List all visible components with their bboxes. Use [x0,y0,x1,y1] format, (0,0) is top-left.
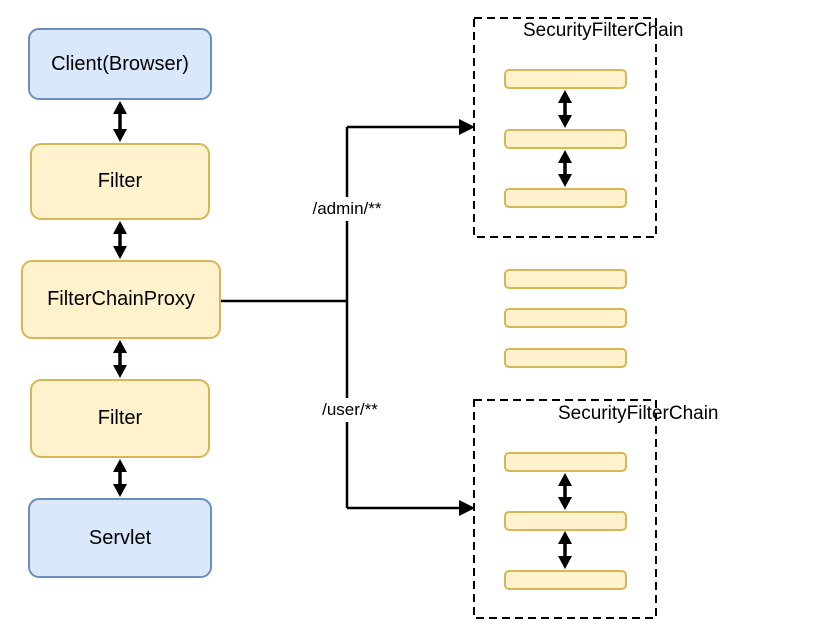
middle-filter-slot-1 [504,269,627,289]
client-browser-node: Client(Browser) [28,28,212,100]
filter-servlet-bidirectional-arrow [113,459,127,497]
client-browser-label: Client(Browser) [51,52,189,75]
bottom-chain-slot2-slot3-arrow [558,531,572,569]
filter-top-label: Filter [97,170,143,192]
client-filter-bidirectional-arrow [113,101,127,142]
filter-chain-proxy-node: FilterChainProxy [21,260,221,339]
admin-route-arrow [347,119,475,135]
filter-proxy-bidirectional-arrow [113,221,127,259]
security-filter-chain-top-title: SecurityFilterChain [523,20,684,41]
admin-route-label: /admin/** [309,197,385,221]
filter-chain-proxy-label: FilterChainProxy [47,288,195,310]
user-route-arrow [347,500,475,516]
top-chain-slot1-slot2-arrow [558,90,572,128]
security-filter-chain-bottom-boundary [473,399,657,619]
top-chain-slot2-slot3-arrow [558,150,572,187]
security-filter-chain-bottom-title: SecurityFilterChain [558,403,719,424]
middle-filter-slot-3 [504,348,627,368]
middle-filter-slot-2 [504,308,627,328]
bottom-chain-filter-slot-2 [504,511,627,531]
servlet-label: Servlet [88,526,152,549]
bottom-chain-filter-slot-1 [504,452,627,472]
servlet-node: Servlet [28,498,212,578]
bottom-chain-filter-slot-3 [504,570,627,590]
filter-bottom-label: Filter [97,407,143,429]
user-route-label: /user/** [319,398,381,422]
filter-top-node: Filter [30,143,210,220]
proxy-filter-bidirectional-arrow [113,340,127,378]
top-chain-filter-slot-1 [504,69,627,89]
top-chain-filter-slot-3 [504,188,627,208]
top-chain-filter-slot-2 [504,129,627,149]
bottom-chain-slot1-slot2-arrow [558,473,572,510]
filter-bottom-node: Filter [30,379,210,458]
